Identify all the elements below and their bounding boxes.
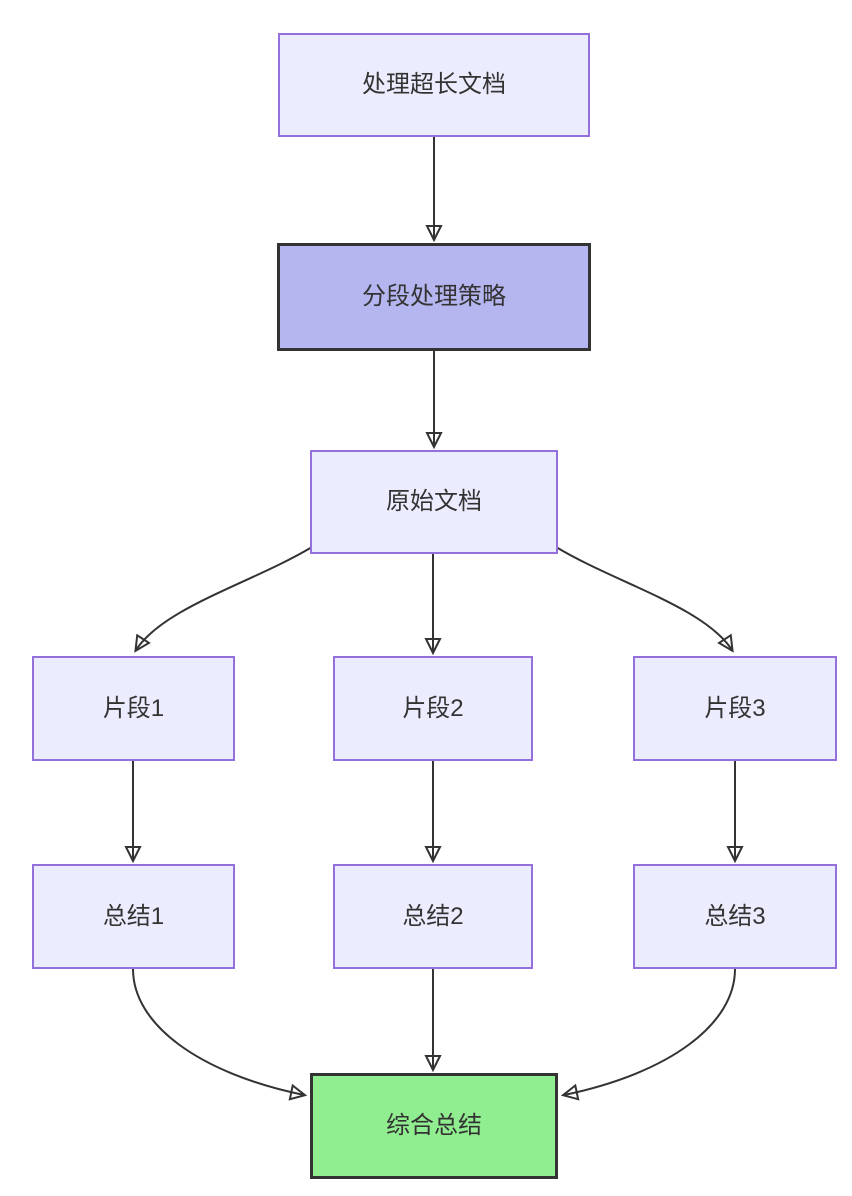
edge-document-to-fragment3 [555,546,732,650]
node-fragment-2: 片段2 [333,656,533,761]
node-original-document-label: 原始文档 [386,488,482,516]
node-fragment-2-label: 片段2 [402,694,464,722]
edge-document-to-fragment1 [136,546,313,650]
node-fragment-1: 片段1 [32,656,235,761]
node-final-summary: 综合总结 [310,1073,558,1179]
node-summary-3: 总结3 [633,864,837,969]
node-summary-1: 总结1 [32,864,235,969]
node-summary-2: 总结2 [333,864,533,969]
node-summary-1-label: 总结1 [102,902,165,930]
node-original-document: 原始文档 [310,450,558,554]
edge-summary1-to-final [132,968,304,1095]
node-fragment-1-label: 片段1 [102,694,165,722]
node-process-long-document-label: 处理超长文档 [362,71,506,99]
node-process-long-document: 处理超长文档 [278,33,590,137]
node-segmentation-strategy: 分段处理策略 [277,243,591,351]
edge-summary3-to-final [564,968,736,1095]
node-final-summary-label: 综合总结 [386,1112,482,1140]
node-fragment-3: 片段3 [633,656,837,761]
node-segmentation-strategy-label: 分段处理策略 [362,283,506,311]
node-summary-2-label: 总结2 [402,902,464,930]
node-summary-3-label: 总结3 [704,902,766,930]
node-fragment-3-label: 片段3 [704,694,766,722]
